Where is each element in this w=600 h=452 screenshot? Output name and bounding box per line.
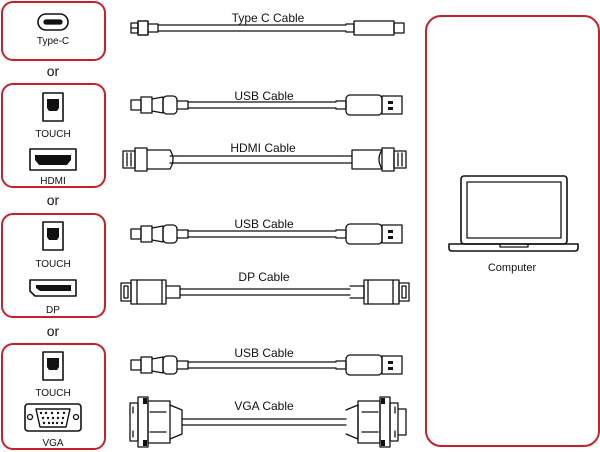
computer-label: Computer [487, 262, 537, 274]
vga-cable-label: VGA Cable [234, 399, 294, 413]
usb-b-port-icon-3 [42, 351, 64, 381]
usb-b-port-icon-2 [42, 221, 64, 251]
laptop-icon [448, 175, 579, 252]
vga-group-box [1, 343, 106, 450]
typec-port-icon [37, 13, 69, 31]
typec-group-box [1, 1, 106, 61]
displayport-cable [120, 279, 410, 305]
dp-cable-label: DP Cable [238, 270, 290, 284]
typec-port-label: Type-C [36, 36, 70, 47]
or-separator-1: or [46, 63, 60, 79]
hdmi-port-icon [29, 148, 77, 171]
hdmi-port-label: HDMI [40, 176, 66, 187]
usb-cable-label-3: USB Cable [234, 346, 294, 360]
hdmi-cable-label: HDMI Cable [230, 141, 296, 155]
hdmi-cable [122, 147, 407, 172]
touch-port-label-2: TOUCH [35, 259, 71, 270]
usb-cable-2 [130, 223, 403, 245]
vga-port-icon [24, 403, 82, 432]
typec-cable [130, 20, 405, 36]
usb-cable-3 [130, 354, 403, 376]
typec-cable-label: Type C Cable [231, 11, 305, 25]
touch-port-label-3: TOUCH [35, 388, 71, 399]
displayport-port-icon [29, 279, 77, 297]
or-separator-2: or [46, 192, 60, 208]
vga-cable [129, 396, 407, 448]
usb-cable-label-2: USB Cable [234, 217, 294, 231]
usb-cable-label-1: USB Cable [234, 89, 294, 103]
dp-port-label: DP [46, 305, 60, 316]
touch-port-label-1: TOUCH [35, 129, 71, 140]
vga-port-label: VGA [42, 438, 64, 449]
or-separator-3: or [46, 323, 60, 339]
usb-b-port-icon-1 [42, 92, 64, 122]
usb-cable-1 [130, 94, 403, 116]
